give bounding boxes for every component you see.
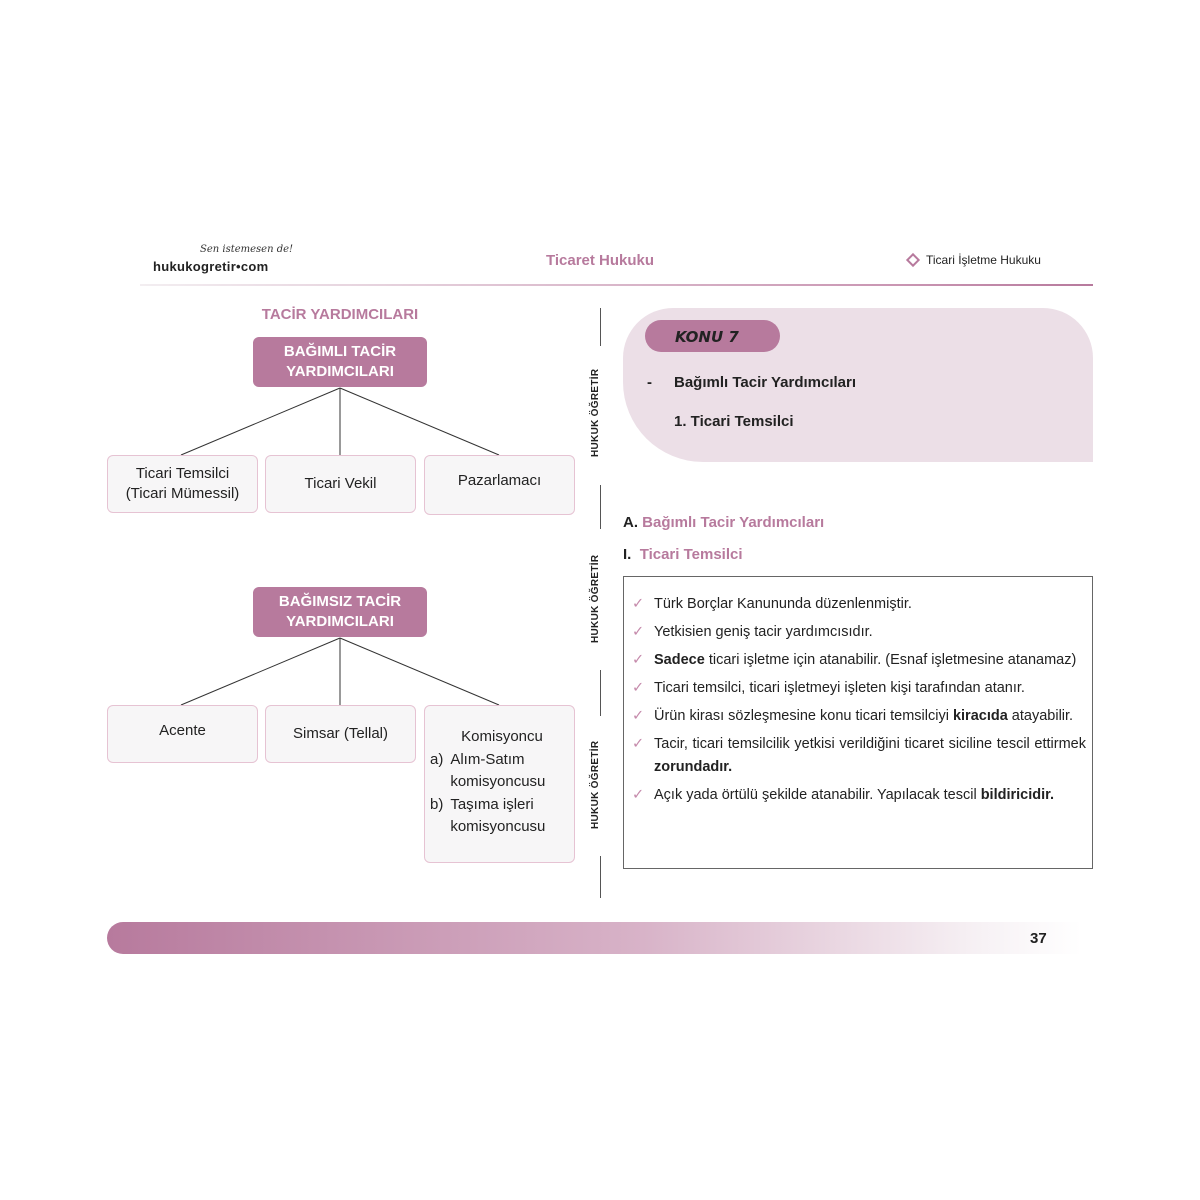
check-icon: ✓ xyxy=(632,624,645,640)
feature-list: ✓Türk Borçlar Kanununda düzenlenmiştir. … xyxy=(623,576,1093,869)
diagram-connectors xyxy=(180,387,500,706)
node-ticari-vekil: Ticari Vekil xyxy=(265,455,416,513)
topic-dash: - xyxy=(647,374,652,391)
header-divider xyxy=(140,284,1093,286)
check-icon: ✓ xyxy=(632,680,645,696)
side-rule xyxy=(600,670,601,716)
heading-i: I. Ticari Temsilci xyxy=(623,546,743,563)
node-acente: Acente xyxy=(107,705,258,763)
node-simsar: Simsar (Tellal) xyxy=(265,705,416,763)
side-label: HUKUK ÖĞRETİR xyxy=(590,368,601,458)
diagram-title: TACİR YARDIMCILARI xyxy=(261,306,419,323)
section-label: Ticari İşletme Hukuku xyxy=(905,252,1041,268)
list-item: ✓Tacir, ticari temsilcilik yetkisi veril… xyxy=(632,733,1086,779)
logo-tagline: Sen istemesen de! xyxy=(200,244,294,255)
logo: hukukogretir•com xyxy=(153,259,269,274)
footer-bar xyxy=(107,922,1082,954)
list-item: ✓Ticari temsilci, ticari işletmeyi işlet… xyxy=(632,677,1086,700)
list-item: ✓Ürün kirası sözleşmesine konu ticari te… xyxy=(632,705,1086,728)
book-title: Ticaret Hukuku xyxy=(545,252,655,269)
topic-badge: KONU 7 xyxy=(645,320,780,352)
topic-subitem: 1. Ticari Temsilci xyxy=(674,413,794,430)
side-label: HUKUK ÖĞRETİR xyxy=(590,740,601,830)
topic-item: Bağımlı Tacir Yardımcıları xyxy=(674,374,857,391)
list-item: ✓Açık yada örtülü şekilde atanabilir. Ya… xyxy=(632,784,1086,807)
list-item: ✓Yetkisien geniş tacir yardımcısıdır. xyxy=(632,621,1086,644)
side-rule xyxy=(600,308,601,346)
side-label: HUKUK ÖĞRETİR xyxy=(590,554,601,644)
side-rule xyxy=(600,485,601,529)
side-rule xyxy=(600,856,601,898)
list-item: ✓Sadece ticari işletme için atanabilir. … xyxy=(632,649,1086,672)
check-icon: ✓ xyxy=(632,596,645,612)
heading-a: A. Bağımlı Tacir Yardımcıları xyxy=(623,514,825,531)
check-icon: ✓ xyxy=(632,736,645,752)
diamond-icon xyxy=(905,252,921,268)
node-pazarlamaci: Pazarlamacı xyxy=(424,455,575,515)
section-text: Ticari İşletme Hukuku xyxy=(926,253,1041,267)
node-ticari-temsilci: Ticari Temsilci(Ticari Mümessil) xyxy=(107,455,258,513)
check-icon: ✓ xyxy=(632,787,645,803)
list-item: ✓Türk Borçlar Kanununda düzenlenmiştir. xyxy=(632,593,1086,616)
page-number: 37 xyxy=(1030,930,1047,947)
check-icon: ✓ xyxy=(632,708,645,724)
check-icon: ✓ xyxy=(632,652,645,668)
